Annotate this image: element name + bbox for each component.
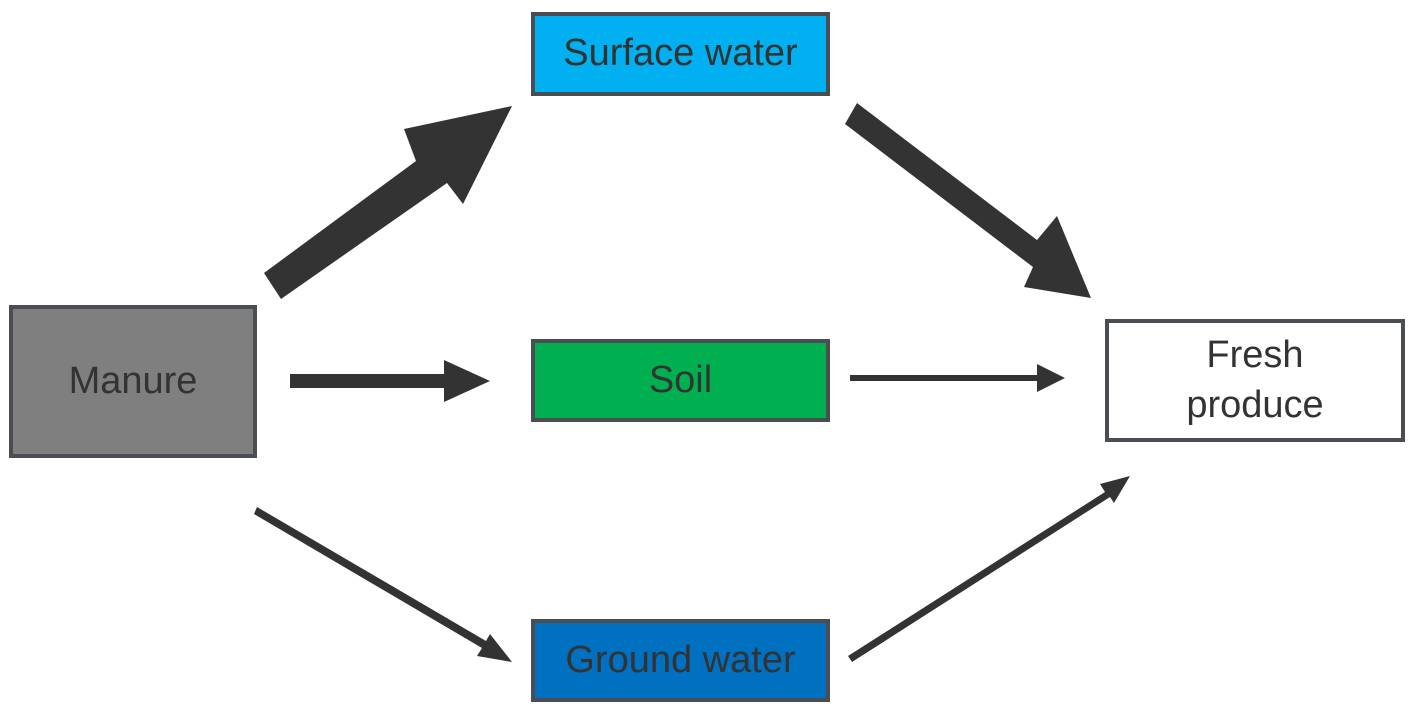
ground-water-label: Ground water xyxy=(565,638,796,681)
fresh-produce-box: Fresh produce xyxy=(1105,319,1405,442)
arrow-manure-to-soil xyxy=(290,360,490,402)
soil-label: Soil xyxy=(648,358,713,401)
ground-water-box: Ground water xyxy=(531,619,830,702)
arrow-manure-to-ground-water xyxy=(254,507,512,662)
surface-water-box: Surface water xyxy=(531,12,830,96)
surface-water-label: Surface water xyxy=(563,32,798,75)
manure-box: Manure xyxy=(9,305,257,458)
arrow-ground-water-to-fresh-produce xyxy=(848,476,1130,662)
arrow-manure-to-surface-water xyxy=(264,106,512,299)
arrow-surface-water-to-fresh-produce xyxy=(845,103,1091,298)
manure-label: Manure xyxy=(68,359,198,402)
soil-box: Soil xyxy=(531,339,830,422)
arrow-soil-to-fresh-produce xyxy=(850,364,1065,392)
fresh-produce-label: Fresh produce xyxy=(1186,334,1324,426)
